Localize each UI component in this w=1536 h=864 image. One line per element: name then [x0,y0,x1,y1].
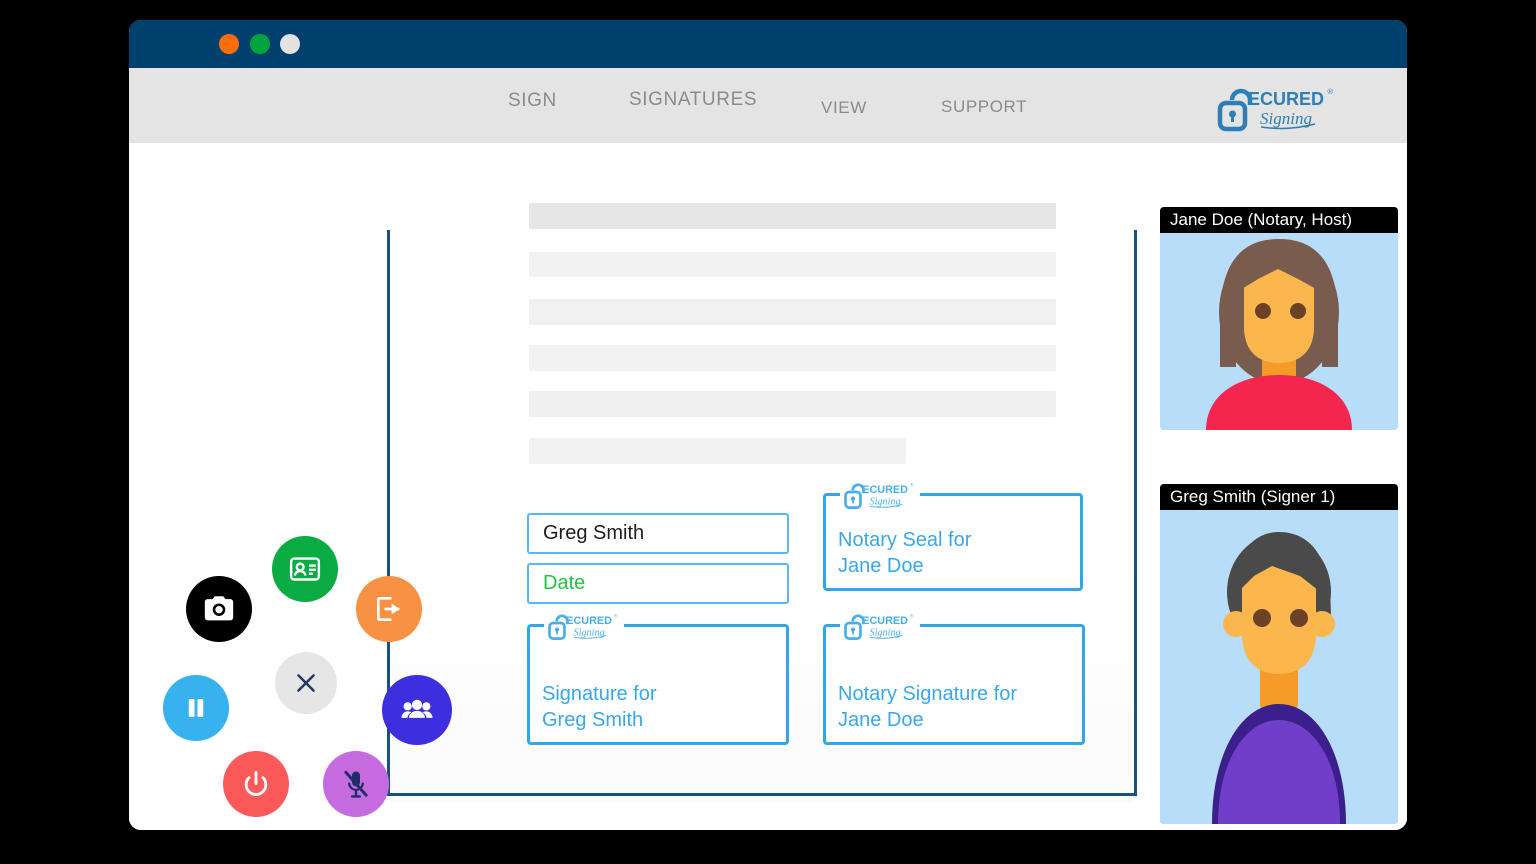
end-session-button[interactable] [223,751,289,817]
notary-seal-label-jane: Notary Seal for Jane Doe [838,529,972,577]
close-controls-button[interactable] [275,652,337,714]
page-body: Greg Smith Date ECURED ® [129,143,1407,830]
video-tile-jane[interactable]: Jane Doe (Notary, Host) [1160,207,1398,430]
date-field[interactable]: Date [527,563,789,604]
id-verification-button[interactable] [272,536,338,602]
document-text-line [529,203,1056,229]
window-close-button[interactable] [219,34,239,54]
name-field-value: Greg Smith [543,522,645,544]
microphone-mute-button[interactable] [323,751,389,817]
pause-button[interactable] [163,675,229,741]
svg-text:ECURED: ECURED [862,484,908,496]
leave-session-button[interactable] [356,576,422,642]
camera-icon [202,592,236,626]
avatar-jane [1160,207,1398,430]
svg-text:Signing: Signing [870,627,901,638]
svg-text:ECURED: ECURED [566,615,612,627]
nav-item-signatures[interactable]: SIGNATURES [629,89,758,110]
secured-signing-logo-icon: ECURED ® Signing [840,479,920,510]
power-icon [240,768,272,800]
notary-signature-field-jane[interactable]: ECURED ® Signing Notary Signature for Ja… [823,610,1085,745]
microphone-off-icon [340,768,372,800]
signature-field-greg[interactable]: ECURED ® Signing Signature for Greg Smit… [527,610,789,745]
svg-text:Signing: Signing [1260,109,1312,128]
notary-signature-label-jane: Notary Signature for Jane Doe [838,683,1017,731]
svg-text:®: ® [910,612,914,618]
date-field-value: Date [543,572,586,594]
camera-button[interactable] [186,576,252,642]
browser-window: SIGN SIGNATURES VIEW SUPPORT ECURED ® Si… [129,20,1407,830]
nav-item-view[interactable]: VIEW [821,98,867,117]
secured-signing-logo-icon: ECURED ® Signing [544,610,624,641]
secured-signing-logo[interactable]: ECURED ® Signing [1215,83,1340,133]
svg-text:®: ® [614,612,618,618]
svg-text:Signing: Signing [870,496,901,507]
name-field[interactable]: Greg Smith [527,513,789,554]
notary-seal-field-jane[interactable]: ECURED ® Signing Notary Seal for Jane Do… [823,479,1083,591]
svg-text:®: ® [1328,87,1334,96]
window-minimize-button[interactable] [250,34,270,54]
pause-icon [181,693,211,723]
document-viewer-frame [387,230,1137,796]
svg-text:®: ® [910,481,914,487]
svg-text:ECURED: ECURED [862,615,908,627]
svg-text:Signing: Signing [574,627,605,638]
participants-button[interactable] [382,675,452,745]
nav-item-sign[interactable]: SIGN [508,90,557,111]
window-titlebar [129,20,1407,68]
video-tile-greg[interactable]: Greg Smith (Signer 1) [1160,484,1398,824]
people-icon [400,693,434,727]
svg-text:ECURED: ECURED [1248,89,1324,109]
video-name-label-jane: Jane Doe (Notary, Host) [1160,207,1398,233]
avatar-greg [1160,484,1398,824]
nav-item-support[interactable]: SUPPORT [941,97,1028,116]
signature-label-greg: Signature for Greg Smith [542,683,657,731]
video-name-label-greg: Greg Smith (Signer 1) [1160,484,1398,510]
close-icon [292,669,320,697]
exit-icon [373,593,405,625]
id-card-icon [288,552,322,586]
secured-signing-logo-icon: ECURED ® Signing [840,610,920,641]
main-navigation: SIGN SIGNATURES VIEW SUPPORT ECURED ® Si… [129,68,1407,143]
window-maximize-button[interactable] [280,34,300,54]
